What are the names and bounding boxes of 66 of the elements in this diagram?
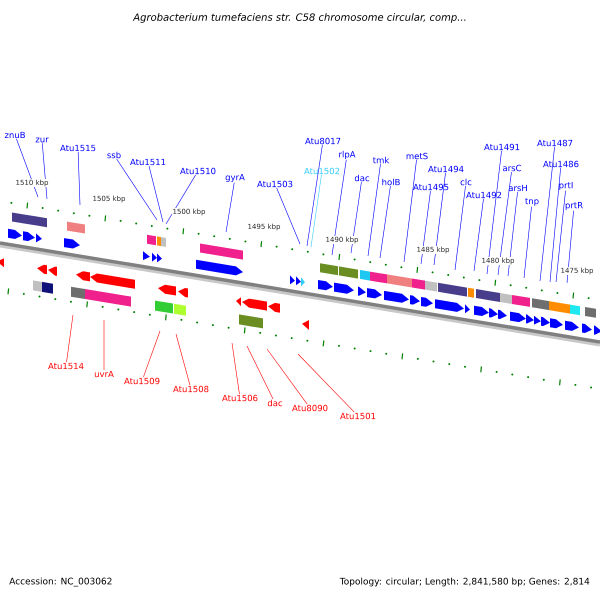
gene-label: Atu1510 (180, 168, 216, 174)
leader-line (474, 198, 484, 272)
leader-line (420, 190, 431, 264)
gene-label: dac (268, 400, 282, 406)
leader-line (232, 342, 240, 394)
gene-label: uvrA (94, 370, 114, 378)
leader-line (306, 144, 323, 246)
gene-label: Atu1503 (257, 180, 292, 188)
gene-label: znuB (4, 132, 25, 138)
gene-label: holB (382, 178, 400, 186)
gene-label: arsC (503, 164, 522, 172)
leader-line (434, 172, 446, 266)
leader-line (143, 330, 160, 378)
gene-label: dac (354, 174, 370, 182)
gene-label: tnp (525, 198, 539, 206)
leader-line (556, 190, 566, 282)
leader-line (380, 186, 391, 258)
leader-line (350, 182, 362, 254)
leader-line (404, 160, 417, 262)
gene-label: tmk (372, 156, 390, 164)
gene-label: Atu8090 (292, 404, 328, 412)
leader-line (266, 348, 308, 404)
gene-label: Atu1515 (60, 144, 96, 152)
leader-line (566, 210, 574, 284)
leader-line (176, 334, 190, 386)
gene-label: Atu1511 (130, 158, 166, 166)
gene-label: rlpA (339, 150, 356, 160)
leader-line (498, 172, 512, 276)
gene-label: clc (460, 178, 472, 186)
gene-label: Atu1509 (124, 378, 160, 384)
gene-label: Atu1506 (222, 394, 258, 402)
gene-label: prtI (559, 182, 573, 190)
leader-line (550, 168, 561, 282)
gene-label: prtR (566, 202, 583, 210)
leader-line (148, 166, 164, 222)
gene-label: Atu1514 (48, 362, 84, 370)
leader-line (246, 346, 274, 400)
gene-label: zur (36, 138, 49, 142)
gene-label: ssb (107, 152, 121, 158)
leader-line (368, 164, 381, 256)
gene-label: metS (406, 152, 428, 160)
gene-label: Atu1501 (340, 412, 376, 420)
gene-label: Atu1487 (537, 140, 572, 146)
leader-line (310, 174, 322, 248)
gene-label: Atu8017 (305, 138, 340, 144)
leader-line (276, 188, 300, 244)
gene-label: Atu1508 (173, 386, 208, 392)
leader-line (42, 142, 48, 200)
leader-line (332, 160, 347, 256)
leader-line (116, 158, 158, 220)
title: Agrobacterium tumefaciens str. C58 chromosome circular, comp... (132, 13, 466, 23)
gene-label: Atu1494 (428, 166, 464, 172)
leader-line (298, 354, 355, 412)
leader-line (540, 146, 555, 282)
leader-line (78, 152, 80, 206)
footer-text: Topology: circular; Length: 2,841,580 bp; Genes: 2,814 (340, 578, 590, 586)
leader-line (454, 186, 466, 270)
leader-line (486, 150, 502, 274)
leader-line (166, 174, 196, 224)
leader-line (226, 182, 235, 232)
leader-line (524, 206, 532, 278)
footer-text: Accession: NC_003062 (9, 578, 112, 586)
leader-line (66, 314, 74, 362)
gene-label: gyrA (226, 174, 245, 182)
gene-label: Atu1491 (484, 144, 520, 150)
leader-line (508, 192, 518, 276)
